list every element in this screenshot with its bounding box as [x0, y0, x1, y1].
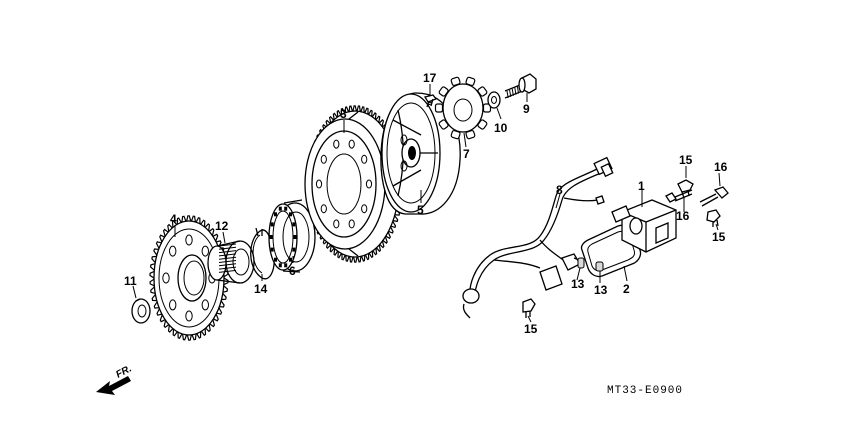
ring-gear-hole — [365, 179, 373, 189]
clutch-roller — [270, 247, 274, 252]
clutch-roller — [284, 263, 288, 268]
callout-15b: 15 — [712, 230, 726, 244]
bearing-needle — [218, 250, 237, 254]
gear-hole — [169, 245, 177, 257]
gear-hole — [185, 310, 193, 322]
bolt-16-right — [699, 186, 729, 207]
ring-gear-hole — [361, 204, 368, 214]
callout-1: 1 — [638, 179, 645, 193]
front-direction-arrow: FR. — [96, 363, 134, 395]
callout-3: 3 — [340, 107, 347, 121]
bolt-thread — [514, 87, 517, 95]
callout-9: 9 — [523, 102, 530, 116]
bolt-thread — [516, 86, 520, 94]
ring-gear-hole — [348, 139, 355, 149]
ring-gear-hole — [315, 179, 323, 189]
ring-gear-hole — [320, 154, 327, 164]
bearing-needle — [218, 246, 237, 250]
callout-16a: 16 — [676, 209, 690, 223]
clutch-roller — [278, 263, 282, 268]
gear-hole — [201, 299, 210, 311]
washer — [131, 298, 151, 324]
starter-ring-gear — [304, 105, 404, 263]
bolt-thread — [511, 88, 514, 96]
callout-10: 10 — [494, 121, 508, 135]
bolt-15-bottom — [522, 298, 536, 318]
bolt-15-right — [706, 209, 721, 227]
ring-gear-hole — [333, 139, 340, 149]
callout-5: 5 — [417, 203, 424, 217]
clutch-roller — [278, 206, 282, 211]
callout-15a: 15 — [679, 153, 693, 167]
gear-hole — [162, 272, 170, 284]
callout-12: 12 — [215, 219, 229, 233]
callout-2: 2 — [623, 282, 630, 296]
bolt-thread — [506, 90, 509, 99]
callout-15c: 15 — [524, 322, 538, 336]
leader-lines — [132, 84, 721, 323]
clutch-roller — [270, 222, 274, 227]
flange-bolt — [504, 73, 537, 99]
starter-driven-gear — [149, 215, 229, 341]
ring-gear-hole — [348, 219, 355, 229]
ring-gear-hole — [361, 154, 368, 164]
callout-4: 4 — [170, 212, 177, 226]
gear-hole — [185, 234, 193, 246]
bearing-needle — [218, 243, 237, 247]
clutch-roller — [292, 222, 296, 227]
one-way-clutch — [268, 199, 316, 273]
callout-14: 14 — [254, 282, 268, 296]
clutch-roller — [274, 212, 277, 217]
bolt-thread — [509, 89, 512, 97]
washer-small — [487, 91, 501, 109]
pulser-generator-harness — [462, 156, 614, 319]
callout-11: 11 — [124, 274, 137, 288]
diagram-code: MT33-E0900 — [607, 385, 683, 397]
callout-8: 8 — [556, 183, 563, 197]
clutch-roller — [269, 235, 273, 239]
callout-13b: 13 — [594, 283, 608, 297]
callout-7: 7 — [463, 147, 470, 161]
clutch-roller — [293, 235, 297, 239]
ring-gear-hole — [320, 204, 327, 214]
callout-16b: 16 — [714, 160, 728, 174]
callout-13a: 13 — [571, 277, 585, 291]
callout-6: 6 — [289, 264, 296, 278]
bearing-needle — [218, 253, 237, 257]
dowel-pin — [577, 257, 604, 272]
pulser-cam — [434, 76, 492, 140]
callout-17: 17 — [423, 71, 437, 85]
gear-hole — [201, 245, 210, 257]
callout-labels: 1 2 3 4 5 6 7 8 9 10 11 12 13 13 14 15 1… — [124, 71, 728, 336]
bearing-needle — [218, 266, 237, 270]
direction-label: FR. — [114, 363, 133, 380]
ring-gear-hole — [333, 219, 340, 229]
gear-hole — [169, 299, 177, 311]
clutch-roller — [292, 247, 296, 252]
needle-bearing — [207, 240, 255, 284]
clutch-roller — [284, 206, 288, 211]
pulser-cover — [611, 199, 677, 253]
bolt-16-left — [665, 189, 693, 203]
clutch-roller — [274, 257, 277, 262]
bearing-needle — [218, 269, 237, 273]
cam-tooth — [434, 103, 444, 113]
